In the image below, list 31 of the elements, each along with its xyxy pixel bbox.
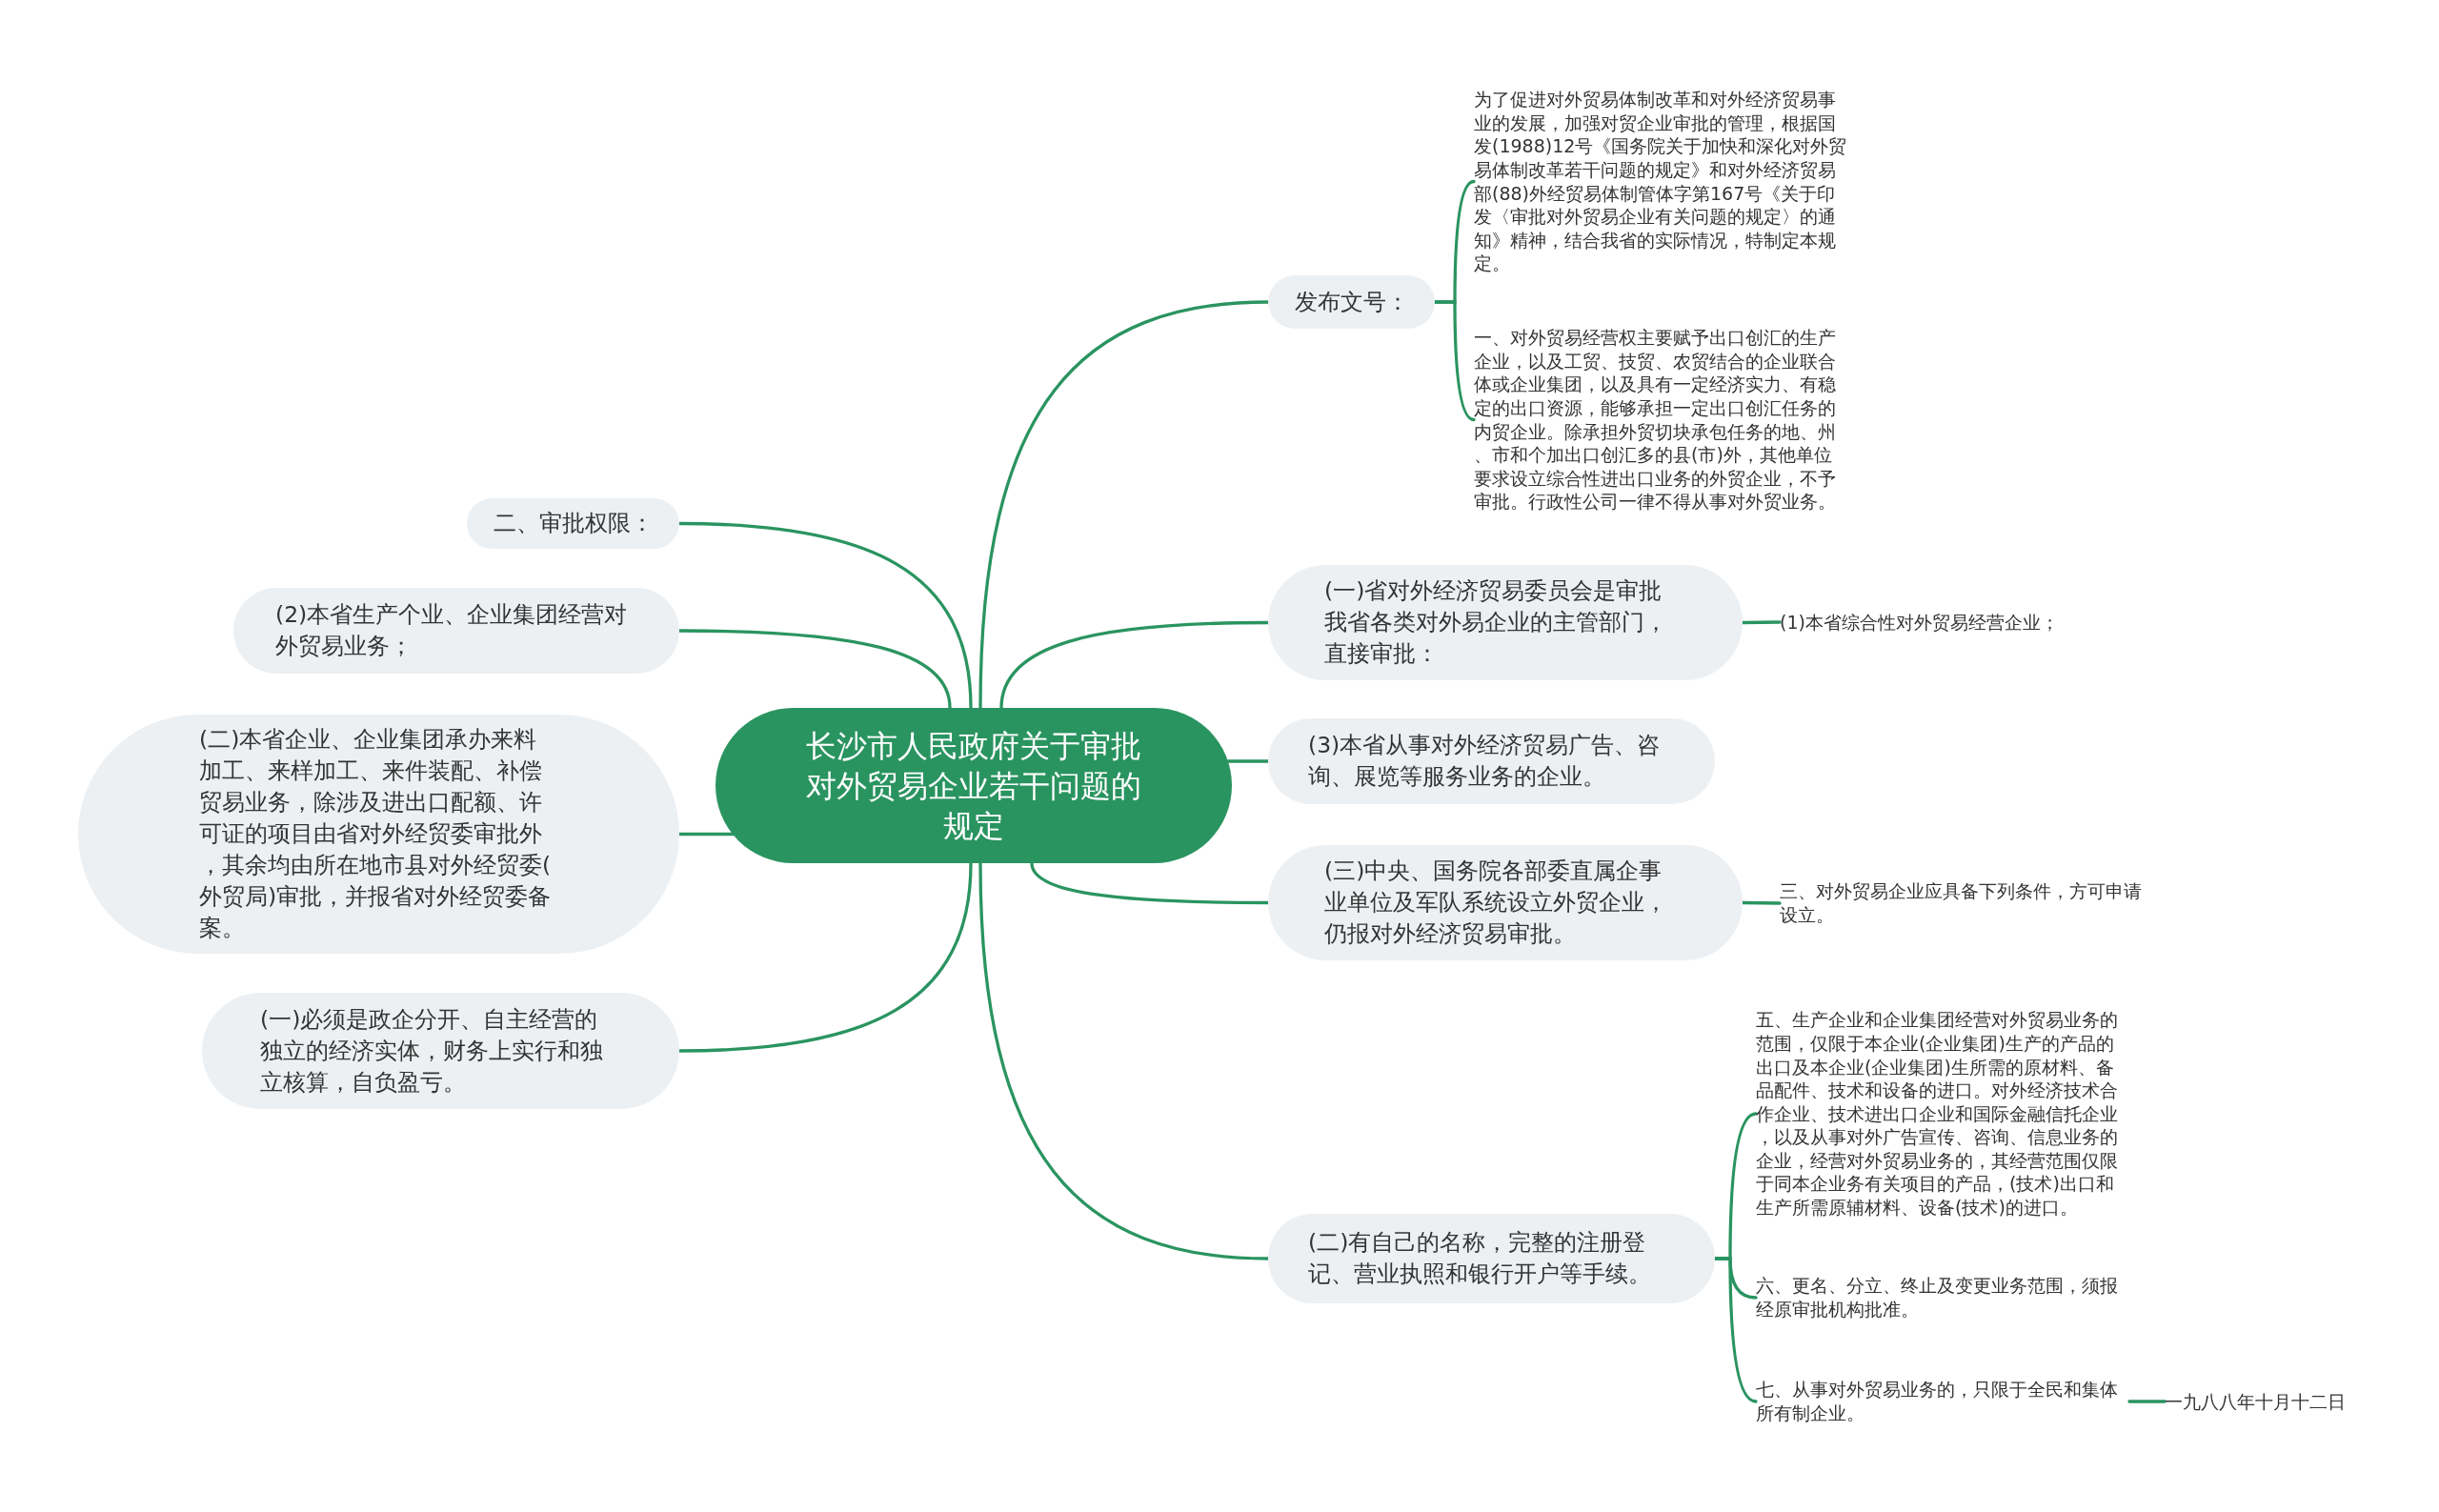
connector-line [677,861,973,1053]
topic-pill: (二)有自己的名称，完整的注册登记、营业执照和银行开户等手续。 [1268,1214,1715,1303]
note-text: 七、从事对外贸易业务的，只限于全民和集体所有制企业。 [1756,1378,2129,1425]
central-topic: 长沙市人民政府关于审批对外贸易企业若干问题的规定 [716,708,1232,863]
note-text: 一、对外贸易经营权主要赋予出口创汇的生产企业，以及工贸、技贸、农贸结合的企业联合体或企业集团，以及具有一定经济实力、有稳定的出口资源，能够承担一定出口创汇任务的内贸企业。除承担外贸切块承包任务的地、州、市和个加出口创汇多的县(市)外，其他单位要求设立综合性进出口业务的外贸企业，不予审批。行政性公司一律不得从事对外贸业务。 [1474,326,1847,514]
connector-line [1226,759,1270,763]
topic-pill: (三)中央、国务院各部委直属企事业单位及军队系统设立外贸企业，仍报对外经济贸易审批。 [1268,845,1743,960]
connector-line [1741,900,1782,905]
connector-line [1741,620,1782,625]
topic-pill: (一)必须是政企分开、自主经营的独立的经济实体，财务上实行和独立核算，自负盈亏。 [202,993,679,1109]
note-text: 三、对外贸易企业应具备下列条件，方可申请设立。 [1780,879,2153,927]
connector-line [978,861,1270,1260]
connector-line [1030,861,1270,905]
topic-pill: (二)本省企业、企业集团承办来料加工、来样加工、来件装配、补偿贸易业务，除涉及进出口配额、许可证的项目由省对外经贸委审批外，其余均由所在地市县对外经贸委(外贸局)审批，并报省对外经贸委备案。 [78,715,679,954]
bracket-line [1713,1257,1758,1403]
bracket-line [1433,300,1476,422]
topic-pill: 发布文号： [1268,275,1435,329]
topic-pill: (3)本省从事对外经济贸易广告、咨询、展览等服务业务的企业。 [1268,718,1715,804]
note-text: 五、生产企业和企业集团经营对外贸易业务的范围，仅限于本企业(企业集团)生产的产品的出口及本企业(企业集团)生所需的原材料、备品配件、技术和设备的进口。对外经济技术合作企业、技术进出口企业和国际金融信托企业，以及从事对外广告宣传、咨询、信息业务的企业，经营对外贸易业务的，其经营范围仅限于同本企业务有关项目的产品，(技术)出口和生产所需原辅材料、设备(技术)的进口。 [1756,997,2129,1231]
topic-pill: (一)省对外经济贸易委员会是审批我省各类对外易企业的主管部门，直接审批： [1268,565,1743,680]
note-text: (1)本省综合性对外贸易经营企业； [1780,610,2066,635]
date-text: 一九八八年十月十二日 [2165,1389,2355,1414]
connector-line [978,300,1270,710]
connector-line [2127,1400,2167,1403]
connector-line [677,832,736,837]
note-text: 为了促进对外贸易体制改革和对外经济贸易事业的发展，加强对贸企业审批的管理，根据国发(1988)12号《国务院关于加快和深化对外贸易体制改革若干问题的规定》和对外经济贸易部(88)外经贸易体制管体字第167号《关于印发〈审批对外贸易企业有关问题的规定〉的通知》精神，结合我省的实际情况，特制定本规定。 [1474,88,1847,275]
topic-pill: (2)本省生产个业、企业集团经营对外贸易业务； [233,588,679,674]
connector-line [677,629,952,710]
note-text: 六、更名、分立、终止及变更业务范围，须报经原审批机构批准。 [1756,1274,2129,1321]
connector-line [999,620,1270,710]
topic-pill: 二、审批权限： [467,498,679,549]
